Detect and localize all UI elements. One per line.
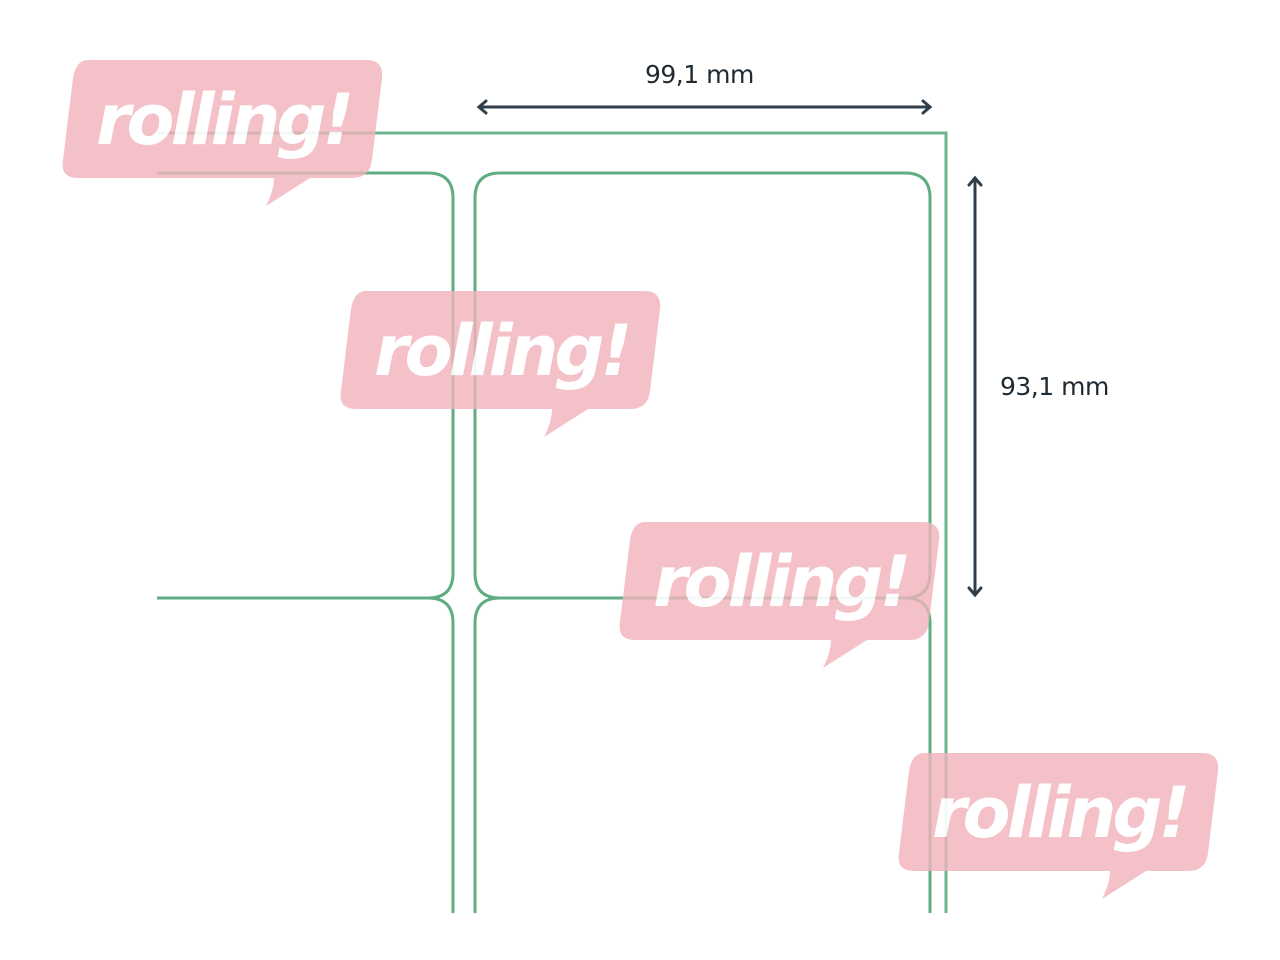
- height-dimension-label: 93,1 mm: [1000, 372, 1109, 401]
- speech-bubble-icon: [62, 60, 383, 206]
- watermark-text: rolling!: [374, 310, 632, 392]
- height-dimension-arrow: [967, 175, 983, 598]
- watermark-logo: rolling!: [617, 522, 941, 672]
- watermark-logo: rolling!: [896, 753, 1220, 903]
- speech-bubble-icon: [619, 522, 940, 668]
- label-left-bottom: [157, 596, 455, 913]
- watermark-text: rolling!: [653, 541, 911, 623]
- speech-bubble-icon: [898, 753, 1219, 899]
- watermark-logo: rolling!: [60, 60, 384, 210]
- watermark-text: rolling!: [96, 79, 354, 161]
- watermark-logo: rolling!: [338, 291, 662, 441]
- watermark-text: rolling!: [932, 772, 1190, 854]
- sheet-border: [157, 131, 948, 913]
- width-dimension-label: 99,1 mm: [645, 60, 754, 89]
- width-dimension-arrow: [476, 99, 933, 115]
- speech-bubble-icon: [340, 291, 661, 437]
